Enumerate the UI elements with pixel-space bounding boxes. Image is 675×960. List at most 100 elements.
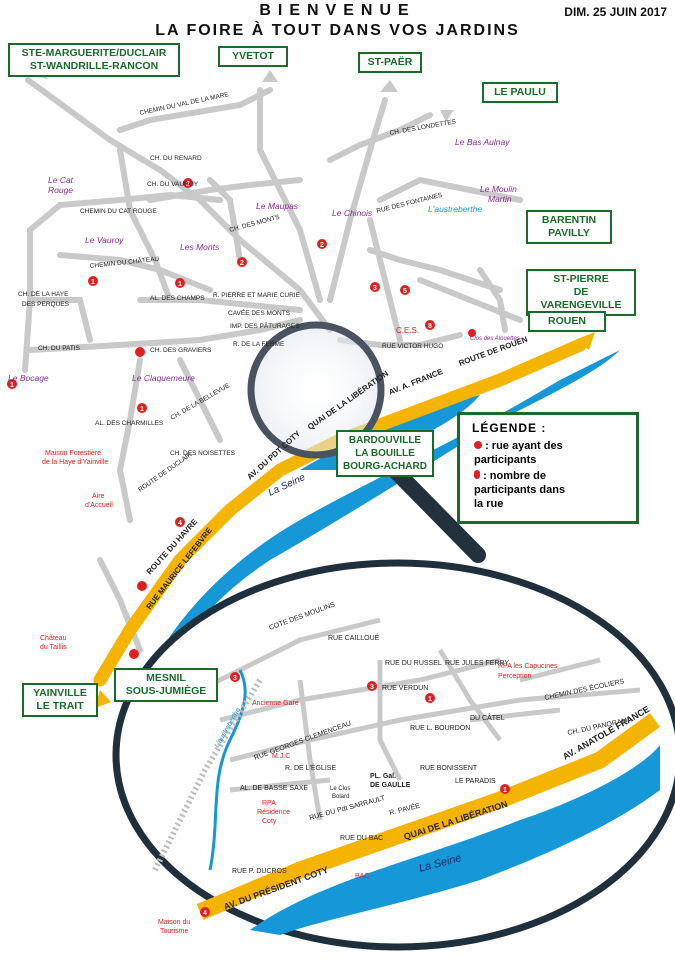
page-subtitle: LA FOIRE À TOUT DANS VOS JARDINS xyxy=(155,22,520,39)
poi-label: BAC xyxy=(355,873,369,880)
count-marker: 3 xyxy=(373,285,377,292)
road-label: RUE DU RUSSEL xyxy=(385,660,442,667)
place-label: Les Monts xyxy=(180,242,220,252)
destination-label: BARENTIN xyxy=(541,214,597,226)
red-dot-icon xyxy=(474,441,482,449)
poi-label: Ancienne Gare xyxy=(252,700,299,707)
poi-label: RPA les Capucines xyxy=(498,663,558,670)
place-label: Le Cat xyxy=(48,175,74,185)
destination-rouen: ROUEN xyxy=(528,311,606,332)
place-label: L'austreberthe xyxy=(428,204,482,214)
legend-text: participants dans xyxy=(474,484,566,496)
count-marker: 4 xyxy=(178,520,182,527)
count-marker: 1 xyxy=(428,696,432,703)
destination-yvetot: YVETOT xyxy=(218,46,288,67)
place-label: Le Moulin xyxy=(480,184,517,194)
place-label: Martin xyxy=(488,194,512,204)
poi-label: Aire xyxy=(92,493,105,500)
count-marker: 1 xyxy=(10,382,14,389)
magnifier-lens xyxy=(247,321,385,459)
road-label: CH. DU RENARD xyxy=(150,155,202,162)
road-label: PL. Gal. xyxy=(370,773,396,780)
count-marker: 5 xyxy=(403,288,407,295)
destination-label: BOURG-ACHARD xyxy=(343,461,427,472)
count-marker: 1 xyxy=(91,279,95,286)
poi-label: d'Accueil xyxy=(85,502,113,509)
count-marker: 8 xyxy=(428,323,432,330)
poi-labels: Maison Forestière de la Haye d'Yainville… xyxy=(40,326,558,935)
road-label: RUE P. DUCROS xyxy=(232,868,287,875)
road-label: R. DE L'ÉGLISE xyxy=(285,763,336,772)
place-label: Clos des Alouettes xyxy=(470,336,520,342)
road-label: RUE JULES FERRY xyxy=(445,660,509,667)
legend-item-street: : rue ayant des participants xyxy=(474,439,624,467)
destination-st-pierre: ST-PIERRE DE VARENGEVILLE xyxy=(526,269,636,316)
legend-text: participants xyxy=(474,454,537,466)
place-label: Le Bocage xyxy=(8,373,49,383)
count-marker: 1 xyxy=(140,406,144,413)
destination-label: PAVILLY xyxy=(548,227,590,239)
poi-label: Perception xyxy=(498,673,532,680)
road-label: CAVÉE DES MONTS xyxy=(228,308,291,317)
destination-label: YAINVILLE xyxy=(33,687,87,699)
poi-label: Coty xyxy=(262,818,277,825)
legend-text: la rue xyxy=(474,498,504,510)
poi-label: Château xyxy=(40,635,67,642)
legend-title: LÉGENDE : xyxy=(472,421,547,435)
poi-label: C.E.S. xyxy=(396,326,419,335)
road-label: CH. DES NOISETTES xyxy=(170,450,236,457)
destination-barentin: BARENTIN PAVILLY xyxy=(526,210,612,244)
place-label: Le Vauroy xyxy=(85,235,124,245)
road-label: DU CÂTEL xyxy=(470,713,505,722)
road-label: RUE BONISSENT xyxy=(420,765,478,772)
destination-label: STE-MARGUERITE/DUCLAIR xyxy=(21,47,167,59)
place-label: Le Claquemeure xyxy=(132,373,195,383)
destination-label: LE TRAIT xyxy=(36,700,84,712)
count-marker: 2 xyxy=(186,181,190,188)
count-marker: 2 xyxy=(240,260,244,267)
destination-label: MESNIL xyxy=(146,672,186,684)
road-label: IMP. DES PÂTURAGES xyxy=(230,321,300,330)
destination-label: ST-PIERRE xyxy=(553,273,609,285)
road-label: CH. DE LA BELLEVUE xyxy=(170,382,232,422)
place-label: Le Maupas xyxy=(256,201,299,211)
place-label: Le Chinois xyxy=(332,208,373,218)
road-label: AL. DES CHAMPS xyxy=(150,295,205,302)
poi-label: du Taillis xyxy=(40,644,67,651)
zoom-seine xyxy=(250,745,660,935)
road-label: DE GAULLE xyxy=(370,782,411,789)
road-label: ROUTE DE DUCLAIR xyxy=(137,451,194,494)
place-label: Le Clos xyxy=(330,786,350,792)
zoom-roads xyxy=(178,617,641,821)
destination-label: DE VARENGEVILLE xyxy=(540,286,622,311)
count-marker: 1 xyxy=(178,281,182,288)
road-label: CH. DU VAUROY xyxy=(147,181,199,188)
poi-label: Résidence xyxy=(257,809,290,816)
destination-yainville: YAINVILLE LE TRAIT xyxy=(22,683,98,717)
count-marker-icon xyxy=(474,470,480,479)
poi-label: RPA xyxy=(262,800,276,807)
legend-text: : nombre de xyxy=(483,470,547,482)
count-marker: 3 xyxy=(370,684,374,691)
count-marker: 4 xyxy=(203,910,207,917)
poi-label: Maison Forestière xyxy=(45,450,101,457)
zoom-railway xyxy=(152,678,263,872)
count-marker: 2 xyxy=(320,242,324,249)
road-label: AL. DE BASSE SAXE xyxy=(240,785,308,792)
zoom-main-road xyxy=(196,713,660,920)
poi-label: de la Haye d'Yainville xyxy=(42,459,108,466)
road-label: RUE VERDUN xyxy=(382,685,428,692)
destination-le-paulu: LE PAULU xyxy=(482,82,558,103)
destination-label: BARDOUVILLE xyxy=(348,435,422,446)
road-label: CH. DE LA HAYE xyxy=(18,291,69,298)
road-label: CHEMIN DU CAT ROUGE xyxy=(80,208,157,215)
road-label: RUE CAILLOUÉ xyxy=(328,633,380,642)
road-label: CH. DU PATIS xyxy=(38,345,81,352)
destination-label: LA BOUILLE xyxy=(355,448,415,459)
legend-text: : rue ayant des xyxy=(485,440,563,452)
road-label: RUE DU BAC xyxy=(340,835,383,842)
place-label: Bolard xyxy=(332,794,349,800)
road-label: AV. A. FRANCE xyxy=(387,367,444,397)
